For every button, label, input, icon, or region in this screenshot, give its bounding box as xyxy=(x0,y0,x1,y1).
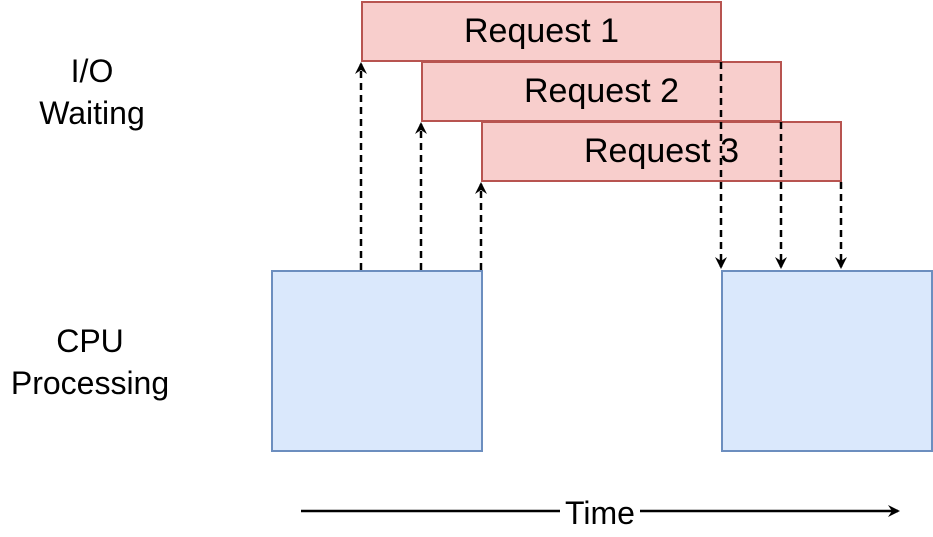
io-waiting-row-label: I/O Waiting xyxy=(2,50,182,134)
cpu-processing-block-start xyxy=(271,270,483,452)
cpu-label-line-1: CPU xyxy=(56,323,124,359)
io-label-line-2: Waiting xyxy=(39,95,145,131)
io-label-line-1: I/O xyxy=(70,53,114,89)
cpu-label-line-2: Processing xyxy=(10,365,170,401)
time-axis-label: Time xyxy=(560,494,640,532)
cpu-processing-row-label: CPU Processing xyxy=(0,320,180,404)
cpu-processing-block-end xyxy=(721,270,933,452)
